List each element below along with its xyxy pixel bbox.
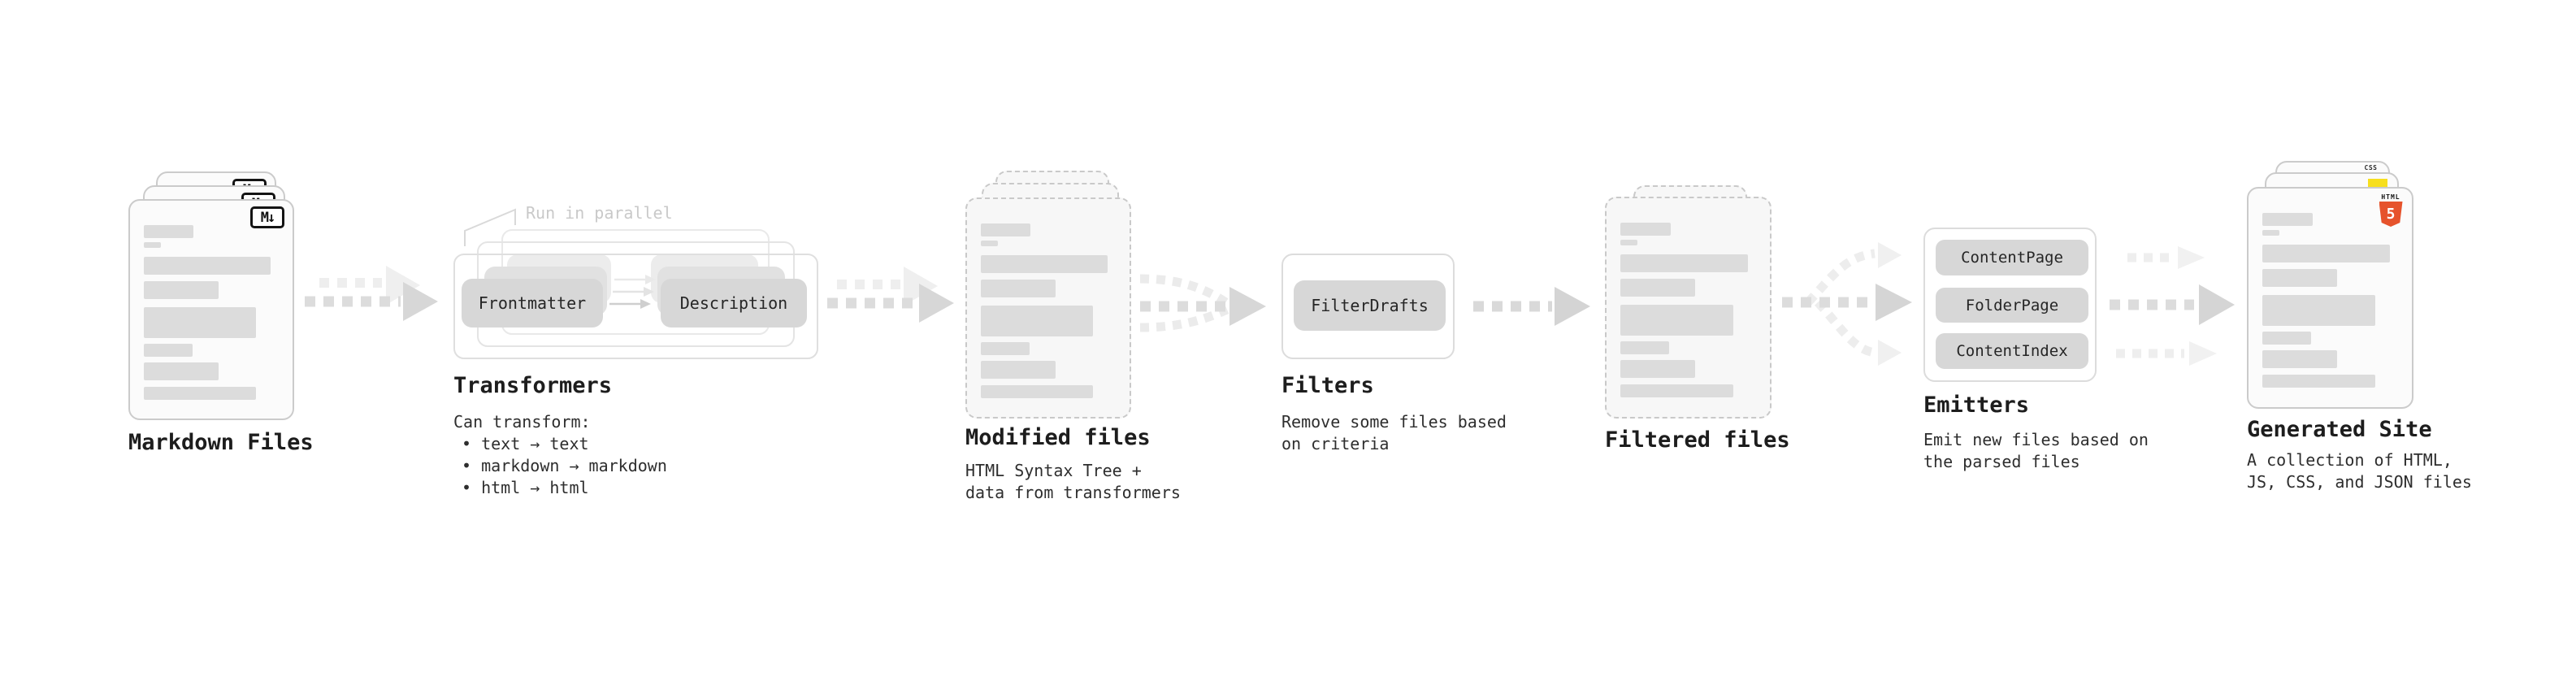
- document-placeholder-lines: [1620, 223, 1752, 397]
- transformers-desc-heading: Can transform:: [453, 412, 591, 432]
- placeholder-line: [2262, 350, 2338, 368]
- emitters-label: Emitters: [1923, 393, 2030, 418]
- transformer-pill-description: Description: [661, 279, 807, 327]
- emitters-description: Emit new files based on the parsed files: [1923, 429, 2149, 473]
- emitter-pill-contentpage: ContentPage: [1936, 240, 2088, 275]
- placeholder-line: [1620, 254, 1749, 272]
- run-in-parallel-note: Run in parallel: [526, 203, 673, 223]
- filter-pill-filterdrafts: FilterDrafts: [1294, 280, 1446, 331]
- transformers-label: Transformers: [453, 373, 613, 398]
- transformers-bullet: • html → html: [462, 478, 589, 497]
- placeholder-line: [144, 344, 193, 357]
- placeholder-line: [981, 306, 1094, 336]
- placeholder-line: [2262, 245, 2391, 262]
- generated-site-desc-line: A collection of HTML,: [2247, 450, 2452, 470]
- filters-desc-line: Remove some files based: [1281, 412, 1507, 432]
- modified-file-card: [965, 197, 1131, 419]
- pill-arrow-icon: [614, 275, 656, 284]
- generated-site-desc-line: JS, CSS, and JSON files: [2247, 472, 2472, 492]
- transformers-description: Can transform: • text → text • markdown …: [453, 411, 667, 499]
- placeholder-line: [981, 280, 1056, 297]
- emitter-pill-contentindex: ContentIndex: [1936, 333, 2088, 369]
- placeholder-line: [144, 242, 161, 248]
- placeholder-line: [1620, 305, 1734, 336]
- markdown-files-label: Markdown Files: [128, 430, 314, 455]
- modified-files-description: HTML Syntax Tree + data from transformer…: [965, 460, 1181, 504]
- js-icon: [2368, 179, 2387, 189]
- placeholder-line: [2262, 269, 2338, 287]
- css-icon-label: CSS: [2364, 164, 2378, 171]
- placeholder-line: [144, 362, 219, 380]
- placeholder-line: [1620, 240, 1638, 245]
- placeholder-line: [981, 342, 1030, 355]
- placeholder-line: [144, 307, 257, 338]
- html5-icon-label: HTML: [2381, 193, 2400, 201]
- placeholder-line: [981, 241, 998, 246]
- markdown-file-card: M↓: [128, 199, 294, 420]
- generated-site-description: A collection of HTML, JS, CSS, and JSON …: [2247, 449, 2472, 493]
- placeholder-line: [2262, 295, 2376, 326]
- transformer-pill-frontmatter: Frontmatter: [462, 279, 603, 327]
- arrow-filters-to-filtered: [1473, 287, 1590, 326]
- placeholder-line: [144, 387, 257, 400]
- placeholder-line: [981, 385, 1094, 398]
- emitter-pill-folderpage: FolderPage: [1936, 288, 2088, 323]
- placeholder-line: [144, 281, 219, 299]
- placeholder-line: [1620, 279, 1696, 297]
- modified-files-desc-line: data from transformers: [965, 483, 1181, 502]
- placeholder-line: [2262, 230, 2280, 236]
- placeholder-line: [1620, 384, 1734, 397]
- transformer-layer-front: [453, 254, 818, 359]
- pill-arrow-icon: [609, 299, 651, 309]
- placeholder-line: [2262, 213, 2313, 226]
- document-placeholder-lines: [2262, 213, 2394, 388]
- filtered-file-card: [1605, 197, 1772, 419]
- html5-icon-shield: 5: [2379, 202, 2403, 227]
- document-placeholder-lines: [144, 225, 275, 400]
- document-placeholder-lines: [981, 223, 1112, 398]
- placeholder-line: [144, 257, 271, 275]
- emitters-desc-line: Emit new files based on: [1923, 430, 2149, 449]
- placeholder-line: [981, 361, 1056, 379]
- filters-description: Remove some files based on criteria: [1281, 411, 1507, 455]
- transformers-bullet: • text → text: [462, 434, 589, 453]
- pill-arrow-icon: [613, 287, 654, 297]
- placeholder-line: [1620, 223, 1671, 236]
- filters-box: FilterDrafts: [1281, 254, 1455, 359]
- generated-file-card-html: HTML 5: [2247, 187, 2413, 409]
- arrow-transformers-to-modified: [827, 267, 954, 323]
- arrow-modified-to-filters: [1139, 274, 1266, 332]
- placeholder-line: [1620, 341, 1669, 354]
- placeholder-line: [2262, 375, 2376, 388]
- emitters-box: ContentPage FolderPage ContentIndex: [1923, 228, 2097, 382]
- markdown-icon: M↓: [250, 206, 284, 228]
- html5-icon: HTML 5: [2377, 193, 2405, 227]
- modified-files-label: Modified files: [965, 425, 1151, 450]
- arrow-emitters-to-generated: [2110, 246, 2235, 366]
- placeholder-line: [144, 225, 194, 238]
- filters-desc-line: on criteria: [1281, 434, 1390, 453]
- transformers-bullet: • markdown → markdown: [462, 456, 667, 475]
- filtered-files-label: Filtered files: [1605, 427, 1790, 453]
- arrow-markdown-to-transformers: [305, 266, 438, 321]
- placeholder-line: [981, 255, 1108, 273]
- arrow-filtered-to-emitters: [1782, 242, 1912, 366]
- placeholder-line: [2262, 332, 2311, 345]
- placeholder-line: [981, 223, 1031, 236]
- run-in-parallel-callout-line: [464, 208, 516, 246]
- filters-label: Filters: [1281, 373, 1374, 398]
- placeholder-line: [1620, 360, 1696, 378]
- emitters-desc-line: the parsed files: [1923, 452, 2080, 471]
- modified-files-desc-line: HTML Syntax Tree +: [965, 461, 1142, 480]
- generated-site-label: Generated Site: [2247, 417, 2432, 442]
